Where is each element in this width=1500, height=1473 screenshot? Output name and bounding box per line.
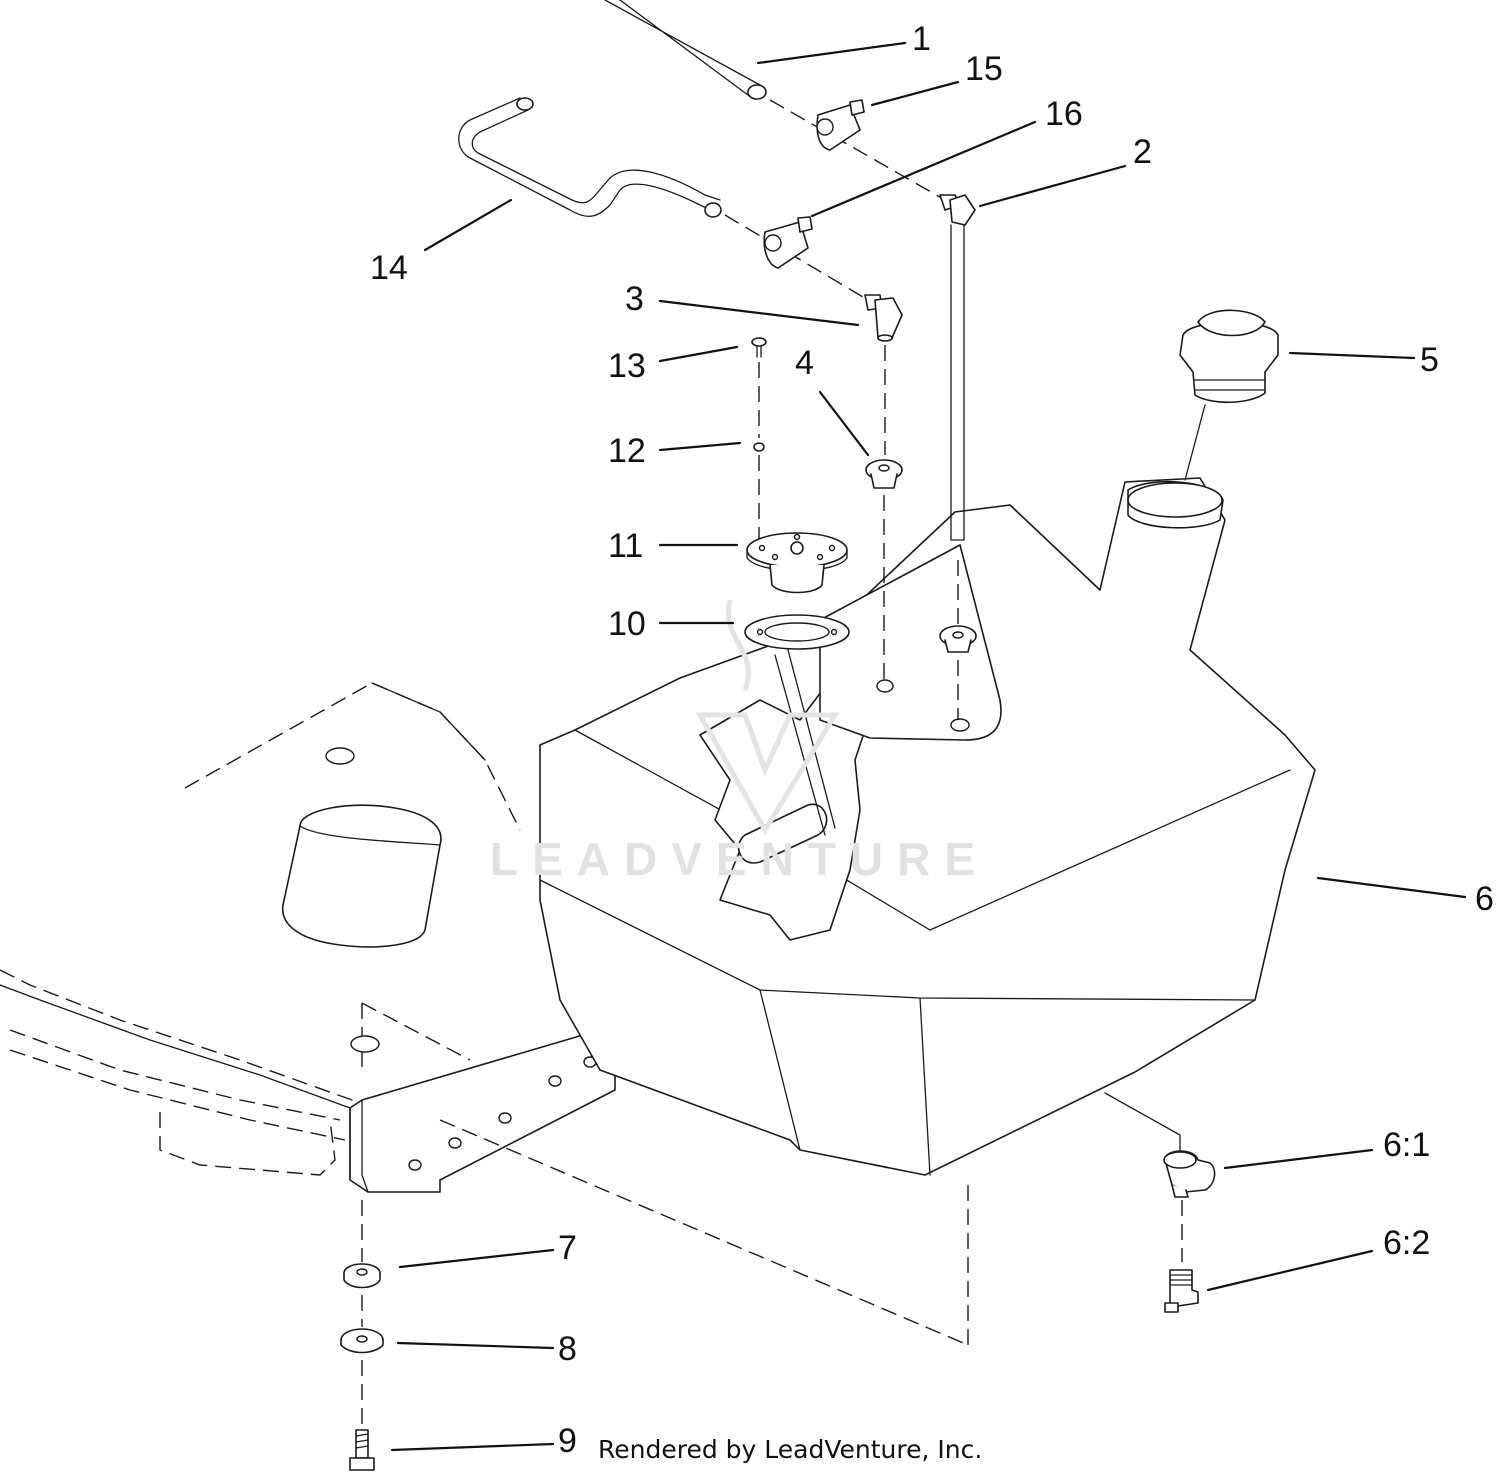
frame-bracket (0, 682, 616, 1193)
elbow-fitting-3 (864, 294, 903, 342)
drain-elbow-6-1 (1163, 1150, 1216, 1198)
callout-16: 16 (1045, 95, 1083, 133)
callout-6-1: 6:1 (1383, 1126, 1430, 1164)
callout-10: 10 (608, 605, 646, 643)
vent-hose-14 (458, 97, 722, 218)
callout-13: 13 (608, 347, 646, 385)
grommet-tank (939, 625, 977, 653)
grommet-4 (865, 459, 903, 489)
drain-valve-6-2 (1164, 1269, 1199, 1313)
watermark: LEADVENTURE (490, 599, 989, 885)
leader-lines (390, 41, 1467, 1452)
callout-11: 11 (608, 527, 643, 565)
callout-6: 6 (1475, 880, 1494, 918)
callout-6-2: 6:2 (1383, 1224, 1430, 1262)
hose-clamp-15 (816, 99, 865, 151)
washer-8 (340, 1328, 384, 1354)
hose-clamp-16 (763, 216, 813, 269)
callout-3: 3 (625, 280, 644, 318)
watermark-text: LEADVENTURE (490, 833, 989, 885)
gasket-10 (744, 614, 850, 650)
callout-9: 9 (558, 1422, 577, 1460)
grommet-7 (343, 1263, 381, 1289)
callout-5: 5 (1420, 341, 1439, 379)
callout-15: 15 (965, 50, 1003, 88)
credit-text: Rendered by LeadVenture, Inc. (598, 1435, 982, 1464)
callout-14: 14 (370, 249, 408, 287)
fuel-line-hose (604, 0, 767, 100)
callout-1: 1 (912, 20, 931, 58)
callout-8: 8 (558, 1330, 577, 1368)
fuel-cap-5 (1179, 309, 1279, 481)
callout-7: 7 (558, 1229, 577, 1267)
fuel-sender-11 (746, 532, 848, 594)
bolt-9 (349, 1429, 375, 1471)
callout-12: 12 (608, 432, 646, 470)
fuel-tank (539, 477, 1316, 1176)
washer-12 (753, 442, 765, 452)
screw-13 (751, 337, 767, 358)
callout-2: 2 (1133, 133, 1152, 171)
callout-4: 4 (795, 344, 814, 382)
elbow-fitting-2 (939, 194, 976, 541)
